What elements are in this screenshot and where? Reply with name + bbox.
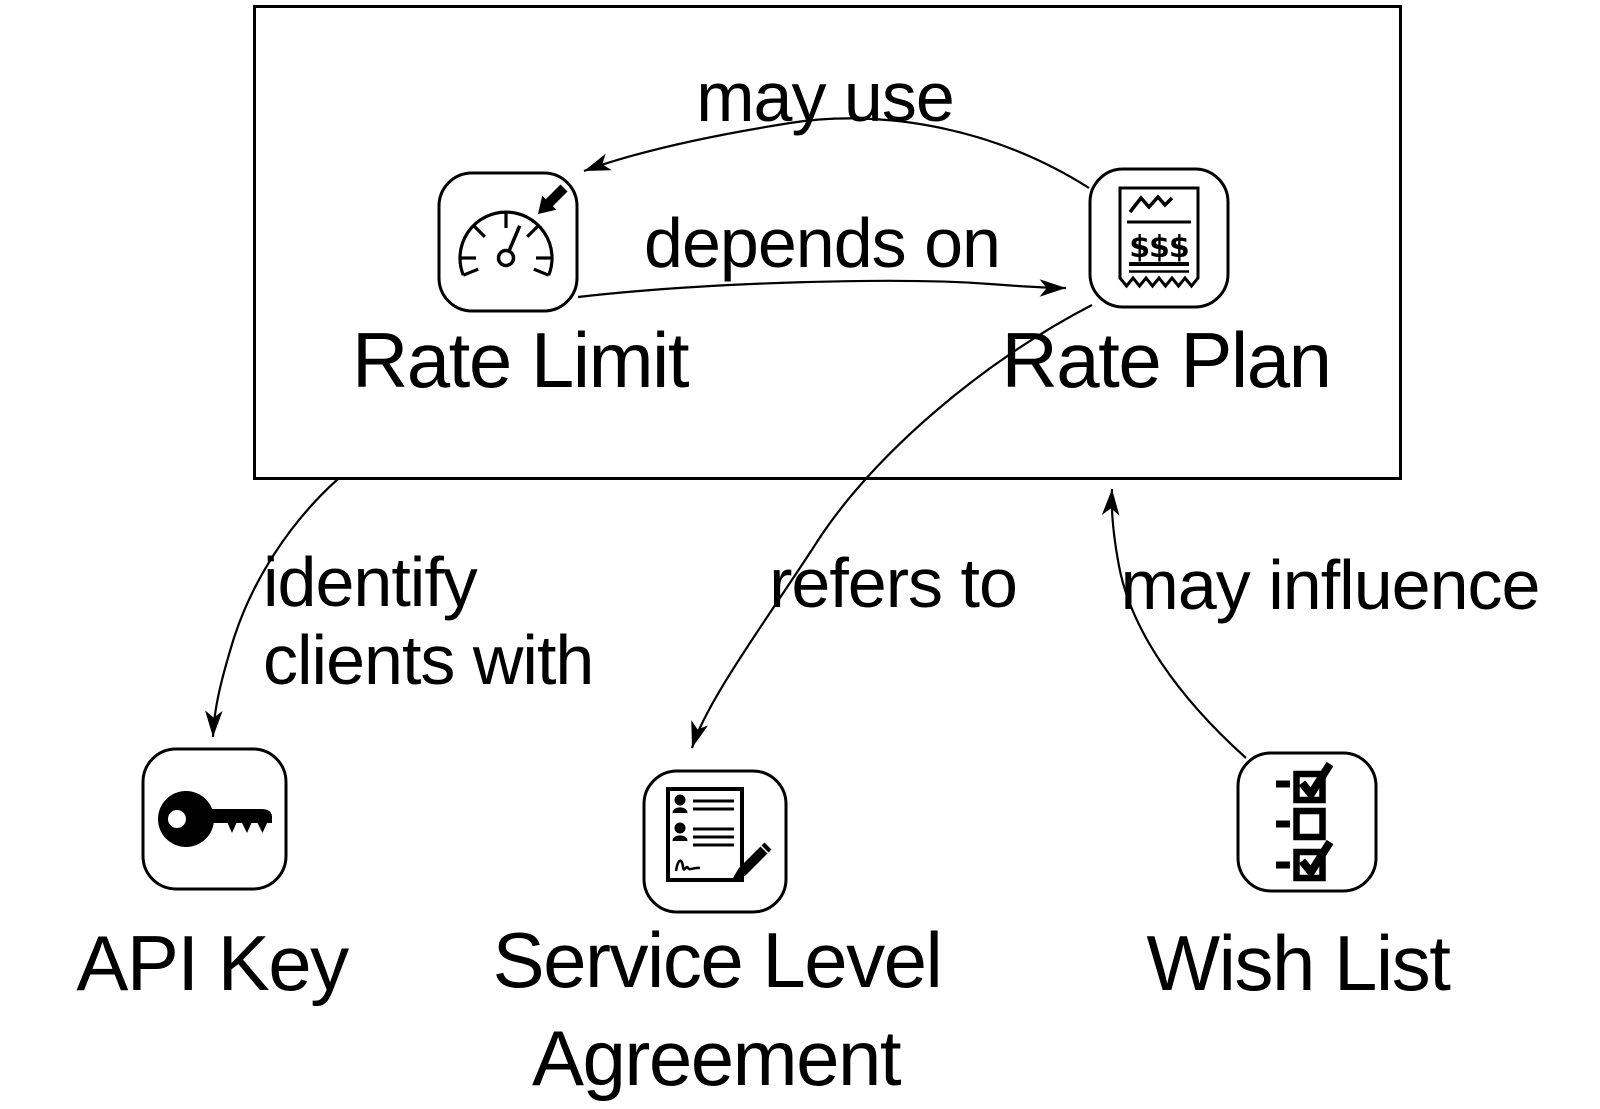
identify-clients-label-line1: identify [263, 543, 478, 621]
document-text-lines [693, 799, 734, 847]
refers-to-label: refers to [769, 544, 1018, 622]
checklist-rows [1276, 761, 1334, 882]
sla-label-line1: Service Level [492, 916, 943, 1004]
rate-plan-label: Rate Plan [1001, 316, 1332, 404]
gauge-ticks [460, 212, 552, 277]
pressure-arrow-icon [538, 184, 568, 214]
pen-icon [731, 842, 772, 882]
key-glyph [158, 791, 272, 847]
wish-list-label: Wish List [1146, 919, 1451, 1007]
depends-on-label: depends on [644, 204, 1001, 282]
api-key-icon [141, 747, 288, 891]
api-key-label: API Key [76, 919, 349, 1007]
may-use-label: may use [696, 58, 955, 136]
dollars-text: $$$ [1129, 230, 1189, 265]
person-icons [672, 794, 688, 841]
gauge-hub [496, 248, 516, 268]
rate-limit-label: Rate Limit [351, 316, 690, 404]
receipt-outline [1118, 186, 1200, 289]
rate-limit-gauge-icon [437, 171, 579, 313]
identify-clients-label-line2: clients with [263, 621, 594, 699]
may-influence-label: may influence [1120, 546, 1541, 624]
rate-plan-receipt-icon: $$$ [1088, 167, 1230, 309]
trend-line-icon [1128, 194, 1174, 214]
wish-list-checklist-icon [1236, 751, 1378, 893]
sla-label-line2: Agreement [531, 1014, 902, 1102]
sla-contract-icon [642, 769, 788, 914]
signature-squiggle [674, 859, 701, 872]
document-outline [666, 787, 744, 882]
